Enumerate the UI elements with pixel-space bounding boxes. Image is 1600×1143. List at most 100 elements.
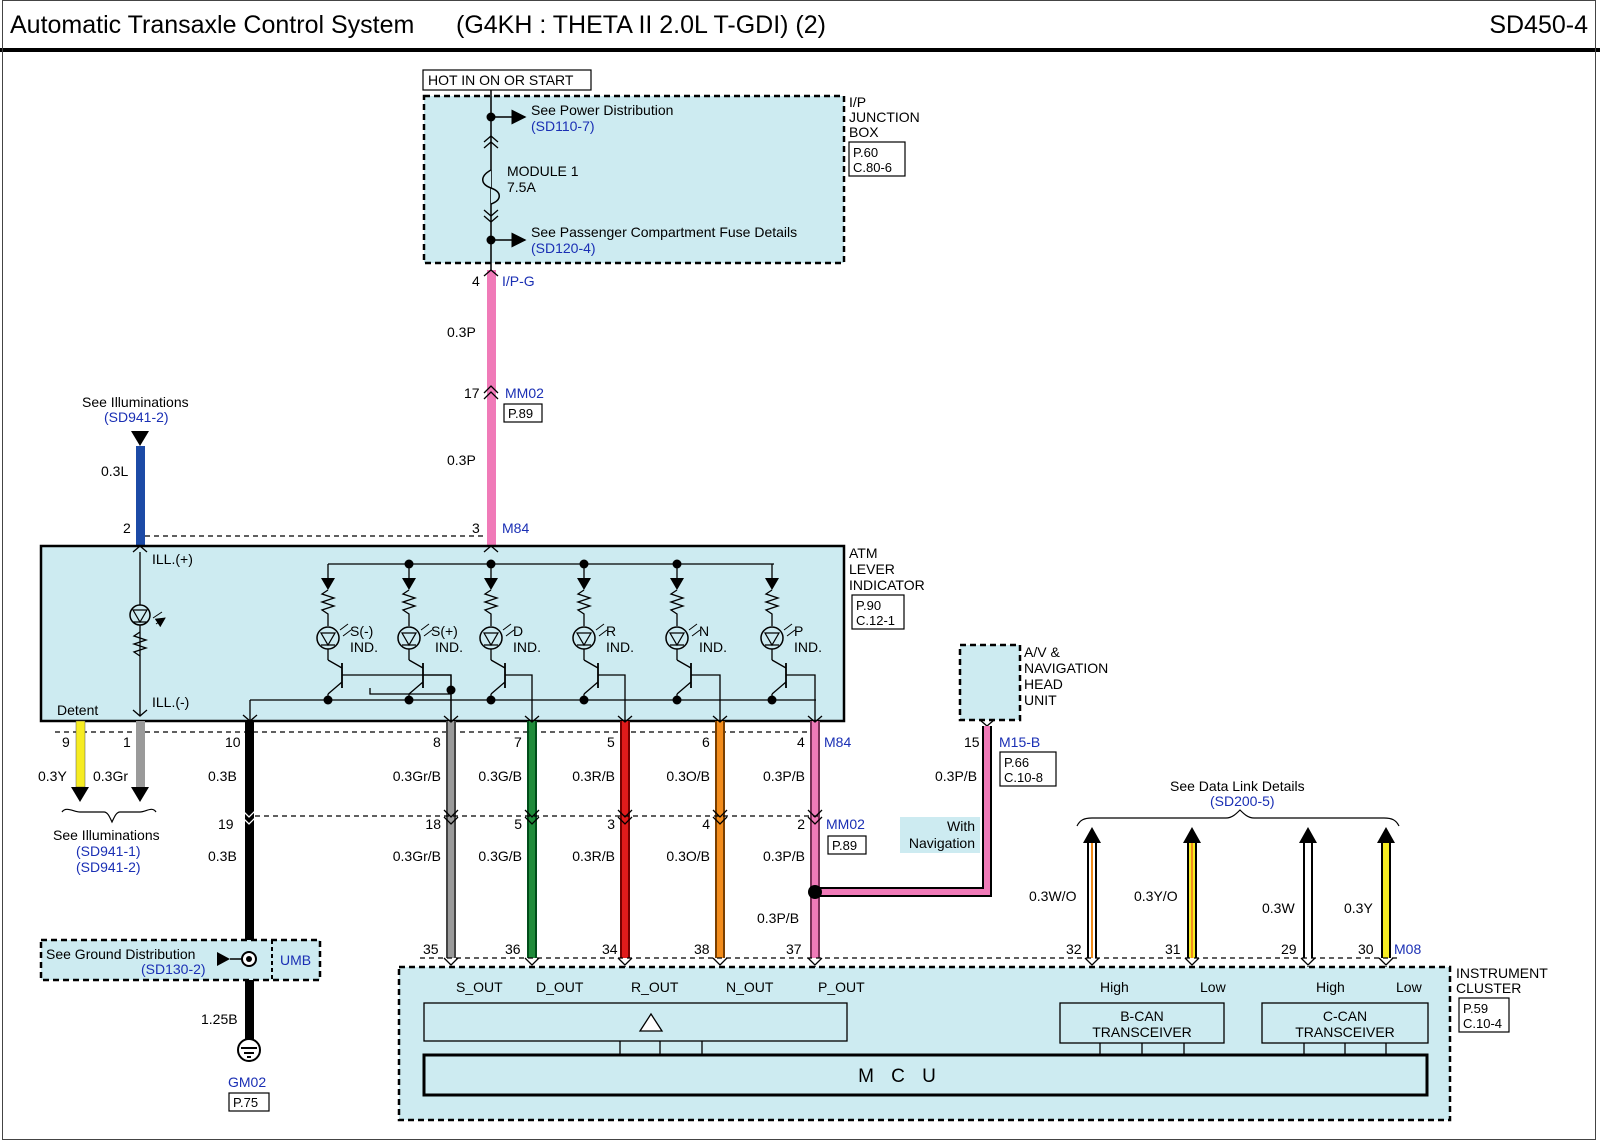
nav-label-4: UNIT	[1024, 692, 1057, 708]
lever-name-3: INDICATOR	[849, 577, 925, 593]
wire-label-orange-a: 0.3O/B	[666, 768, 710, 784]
cluster-conn-m08: M08	[1394, 941, 1421, 957]
ground-symbol-icon	[237, 1038, 261, 1062]
led-label-n: N	[699, 623, 709, 639]
wire-black-ground	[245, 721, 254, 1061]
nav-page-ref: P.66	[1004, 755, 1029, 770]
see-fuse-ref-link[interactable]: (SD120-4)	[531, 240, 596, 256]
conn-ipg: I/P-G	[502, 273, 535, 289]
pin-gray-top: 8	[433, 734, 441, 750]
colored-signal-wires: 80.3Gr/B180.3Gr/B70.3G/B50.3G/B50.3R/B30…	[241, 715, 823, 1003]
pin-m84-3: 3	[472, 520, 480, 536]
jbox-page-ref: P.60	[853, 145, 878, 160]
with-nav-2: Navigation	[909, 835, 975, 851]
wire-label-03w: 0.3W	[1262, 900, 1295, 916]
resistor-icon-d	[482, 589, 500, 626]
pin-10: 10	[225, 734, 241, 750]
mcu-label: M C U	[858, 1066, 942, 1087]
mm02-pin-pink: 2	[797, 816, 805, 832]
mm02-page-ref-bottom: P.89	[832, 838, 857, 853]
lever-page-ref: P.90	[856, 598, 881, 613]
nav-label-3: HEAD	[1024, 676, 1063, 692]
wire-label-03y-can: 0.3Y	[1344, 900, 1373, 916]
wire-blue-illum	[136, 446, 145, 546]
pin-mm02-17: 17	[464, 385, 480, 401]
cluster-conn-ref: C.10-4	[1463, 1016, 1502, 1031]
wire-label-pink-a: 0.3P/B	[763, 768, 805, 784]
b-can-high: High	[1100, 979, 1129, 995]
cluster-name-1: INSTRUMENT	[1456, 965, 1548, 981]
jbox-label-1: I/P	[849, 94, 866, 110]
ill-minus-label: ILL.(-)	[152, 694, 189, 710]
fuse-name: MODULE 1	[507, 163, 579, 179]
see-ground-distribution: See Ground Distribution	[46, 946, 195, 962]
page-header: Automatic Transaxle Control System (G4KH…	[0, 0, 1600, 52]
conn-m84-bottom: M84	[824, 734, 851, 750]
cluster-pin-32: 32	[1066, 941, 1082, 957]
c-can-high: High	[1316, 979, 1345, 995]
detent-label: Detent	[57, 702, 98, 718]
r-out-label: R_OUT	[631, 979, 679, 995]
see-illuminations-bottom: See Illuminations	[53, 827, 160, 843]
led-ind-label-r: IND.	[606, 639, 634, 655]
c-can-label-1: C-CAN	[1323, 1008, 1367, 1024]
mm02-page-ref-top: P.89	[508, 406, 533, 421]
can-arrow-icon-white	[1299, 827, 1317, 843]
see-illuminations-top-ref[interactable]: (SD941-2)	[104, 409, 169, 425]
see-data-link: See Data Link Details	[1170, 778, 1305, 794]
resistor-icon-s	[400, 589, 418, 626]
wire-label-03p-a: 0.3P	[447, 324, 476, 340]
c-can-low: Low	[1396, 979, 1423, 995]
led-label-s: S(-)	[350, 623, 373, 639]
cluster-page-ref: P.59	[1463, 1001, 1488, 1016]
wire-label-gray-a: 0.3Gr/B	[393, 768, 441, 784]
can-arrow-icon-yellow	[1377, 827, 1395, 843]
led-ind-label-s: IND.	[350, 639, 378, 655]
led-label-r: R	[606, 623, 616, 639]
nav-label-2: NAVIGATION	[1024, 660, 1108, 676]
atm-lever-indicator-box	[39, 544, 846, 723]
jbox-label-2: JUNCTION	[849, 109, 920, 125]
jbox-conn-ref: C.80-6	[853, 160, 892, 175]
mm02-pin-gray: 18	[425, 816, 441, 832]
ill-plus-label: ILL.(+)	[152, 551, 193, 567]
hot-label-box	[422, 69, 592, 91]
pin-green-top: 7	[514, 734, 522, 750]
lever-name-1: ATM	[849, 545, 878, 561]
fuse-connector-top-icon	[483, 135, 499, 149]
conn-mm02-top: MM02	[505, 385, 544, 401]
wire-label-03b-b: 0.3B	[208, 848, 237, 864]
resistor-icon-n	[668, 589, 686, 626]
wire-label-03l: 0.3L	[101, 463, 128, 479]
mm02-pin-green: 5	[514, 816, 522, 832]
pin-2: 2	[123, 520, 131, 536]
pin-pink-top: 4	[797, 734, 805, 750]
cluster-pin-35: 35	[423, 941, 439, 957]
lever-name-2: LEVER	[849, 561, 895, 577]
fuse-rating: 7.5A	[507, 179, 536, 195]
led-label-s: S(+)	[431, 623, 458, 639]
see-illum-ref-1[interactable]: (SD941-1)	[76, 843, 141, 859]
mm02-pin-19: 19	[218, 816, 234, 832]
pin-red-top: 5	[607, 734, 615, 750]
c-can-label-2: TRANSCEIVER	[1295, 1024, 1395, 1040]
see-data-link-ref[interactable]: (SD200-5)	[1210, 793, 1275, 809]
driver-triangle-icon	[638, 1012, 664, 1032]
nav-label-1: A/V &	[1024, 644, 1060, 660]
lever-conn-ref: C.12-1	[856, 613, 895, 628]
n-out-label: N_OUT	[726, 979, 774, 995]
wire-label-03wo: 0.3W/O	[1029, 888, 1077, 904]
see-illum-ref-2[interactable]: (SD941-2)	[76, 859, 141, 875]
nav-head-unit-box	[958, 643, 1022, 722]
see-power-ref-link[interactable]: (SD110-7)	[531, 118, 595, 134]
ground-name: GM02	[228, 1074, 266, 1090]
wire-pink-top	[487, 270, 496, 546]
led-label-p: P	[794, 623, 803, 639]
umb-label: UMB	[280, 952, 311, 968]
cluster-pin-34: 34	[602, 941, 618, 957]
pin-1: 1	[123, 734, 131, 750]
see-ground-ref[interactable]: (SD130-2)	[141, 961, 206, 977]
b-can-transceiver-block	[1059, 1002, 1225, 1044]
